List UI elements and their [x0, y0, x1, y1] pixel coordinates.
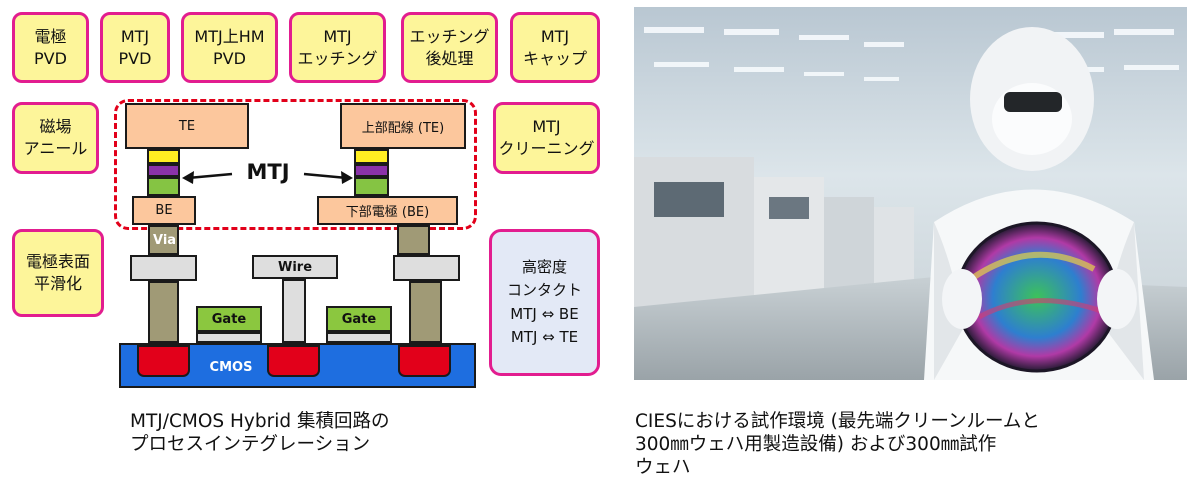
left-caption: MTJ/CMOS Hybrid 集積回路の プロセスインテグレーション — [130, 411, 390, 456]
top-wiring-right: 上部配線 (TE) — [340, 103, 466, 149]
doped-region-1 — [137, 345, 190, 377]
step-mtj-pvd: MTJ PVD — [100, 12, 170, 83]
mtj-layer-free-right — [354, 149, 389, 164]
plug-right — [409, 281, 442, 343]
gate-right: Gate — [326, 306, 392, 332]
step-post-etch: エッチング 後処理 — [401, 12, 498, 83]
mtj-arrows — [182, 171, 353, 184]
via-label: Via — [153, 233, 177, 248]
mtj-layer-free-left — [147, 149, 180, 164]
gate-oxide-right — [326, 332, 392, 343]
step-mtj-etching: MTJ エッチング — [289, 12, 386, 83]
mtj-layer-pinned-left — [147, 177, 180, 196]
step-high-density-contact: 高密度 コンタクト MTJ ⇔ BE MTJ ⇔ TE — [489, 229, 600, 376]
mtj-layer-barrier-left — [147, 164, 180, 177]
mtj-layer-pinned-right — [354, 177, 389, 196]
pad-left — [130, 255, 197, 281]
cmos-label: CMOS — [209, 360, 253, 375]
doped-region-3 — [398, 345, 451, 377]
bottom-electrode-left: BE — [132, 196, 196, 225]
wire-top: Wire — [252, 255, 338, 279]
gate-oxide-left — [196, 332, 262, 343]
mtj-layer-barrier-right — [354, 164, 389, 177]
step-mtj-hm-pvd: MTJ上HM PVD — [181, 12, 278, 83]
bottom-electrode-right: 下部電極 (BE) — [317, 196, 458, 225]
via-right — [397, 225, 430, 255]
mtj-region-outline — [114, 99, 477, 230]
wire-label: Wire — [277, 259, 313, 275]
step-mtj-cap: MTJ キャップ — [510, 12, 600, 83]
step-magnetic-anneal: 磁場 アニール — [12, 102, 99, 174]
pad-right — [393, 255, 460, 281]
doped-region-2 — [267, 345, 320, 377]
right-caption: CIESにおける試作環境 (最先端クリーンルームと 300㎜ウェハ用製造設備) … — [635, 411, 1040, 479]
top-electrode-left: TE — [125, 103, 249, 149]
step-electrode-smoothing: 電極表面 平滑化 — [12, 229, 104, 317]
gate-left: Gate — [196, 306, 262, 332]
mtj-label: MTJ — [246, 160, 290, 184]
wire-stem — [282, 279, 306, 343]
step-electrode-pvd: 電極 PVD — [12, 12, 89, 83]
cleanroom-photo — [634, 7, 1187, 380]
via-left: Via — [148, 225, 179, 255]
plug-left — [148, 281, 179, 343]
step-mtj-cleaning: MTJ クリーニング — [493, 102, 600, 174]
